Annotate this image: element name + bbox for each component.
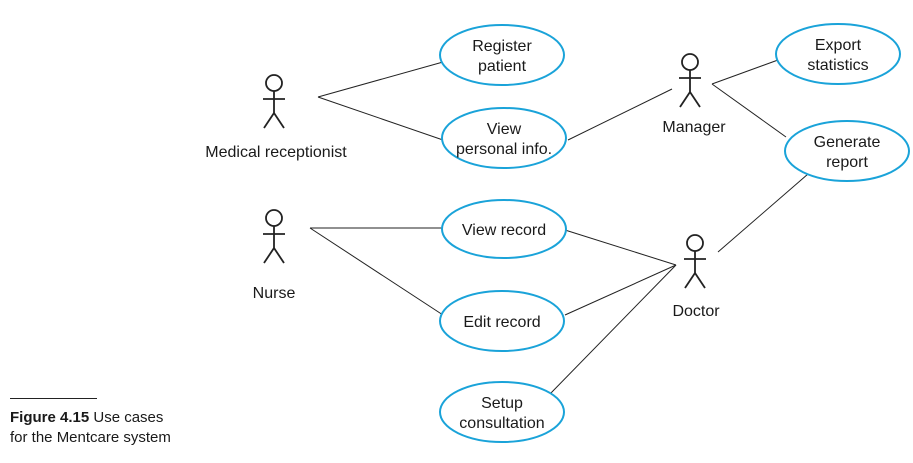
- caption-text-line2: for the Mentcare system: [10, 429, 171, 446]
- use-case-export-statistics[interactable]: Export statistics: [775, 23, 901, 85]
- use-case-label: View: [487, 121, 522, 138]
- association-line: [567, 88, 673, 141]
- actor-nurse[interactable]: Nurse: [253, 209, 296, 302]
- association-line: [564, 229, 677, 266]
- use-case-ellipse: [439, 24, 565, 86]
- actor-label: Manager: [662, 119, 726, 136]
- association-line: [317, 96, 444, 141]
- use-case-label: View record: [462, 222, 546, 239]
- use-case-ellipse: [439, 290, 565, 352]
- stick-figure-icon: [263, 209, 285, 264]
- association-line: [717, 173, 809, 253]
- use-case-ellipse: [784, 120, 910, 182]
- use-case-ellipse: [441, 199, 567, 259]
- use-case-ellipse: [441, 107, 567, 169]
- actor-label: Doctor: [672, 303, 720, 320]
- actor-manager[interactable]: Manager: [662, 53, 726, 136]
- use-case-view-personal-info[interactable]: View personal info.: [441, 107, 567, 169]
- use-case-edit-record[interactable]: Edit record: [439, 290, 565, 352]
- association-line: [564, 264, 677, 316]
- caption-text-line1: Use cases: [93, 409, 164, 426]
- use-case-label: personal info.: [456, 141, 552, 158]
- use-case-label: Setup: [481, 395, 523, 412]
- association-line: [309, 227, 444, 316]
- use-case-ellipse: [775, 23, 901, 85]
- use-case-label: Edit record: [463, 314, 540, 331]
- use-case-label: Generate: [814, 134, 881, 151]
- actor-doctor[interactable]: Doctor: [672, 234, 720, 320]
- actor-medical-receptionist[interactable]: Medical receptionist: [205, 74, 347, 161]
- association-line: [317, 61, 444, 98]
- stick-figure-icon: [684, 234, 706, 289]
- use-case-label: statistics: [807, 57, 868, 74]
- actor-label: Nurse: [253, 285, 296, 302]
- use-case-label: Export: [815, 37, 862, 54]
- use-case-label: Register: [472, 38, 532, 55]
- use-case-setup-consultation[interactable]: Setup consultation: [439, 381, 565, 443]
- association-line: [711, 59, 779, 85]
- figure-label: Figure 4.15: [10, 409, 90, 426]
- association-line: [711, 83, 787, 138]
- stick-figure-icon: [679, 53, 701, 108]
- use-case-generate-report[interactable]: Generate report: [784, 120, 910, 182]
- use-case-label: consultation: [459, 415, 544, 432]
- caption-rule: [10, 398, 97, 399]
- use-case-ellipse: [439, 381, 565, 443]
- use-case-view-record[interactable]: View record: [441, 199, 567, 259]
- use-case-label: report: [826, 154, 868, 171]
- use-case-register-patient[interactable]: Register patient: [439, 24, 565, 86]
- use-case-label: patient: [478, 58, 527, 75]
- associations: [309, 59, 809, 396]
- figure-caption: Figure 4.15 Use cases for the Mentcare s…: [10, 408, 270, 448]
- stick-figure-icon: [263, 74, 285, 129]
- actor-label: Medical receptionist: [205, 144, 347, 161]
- association-line: [548, 264, 677, 396]
